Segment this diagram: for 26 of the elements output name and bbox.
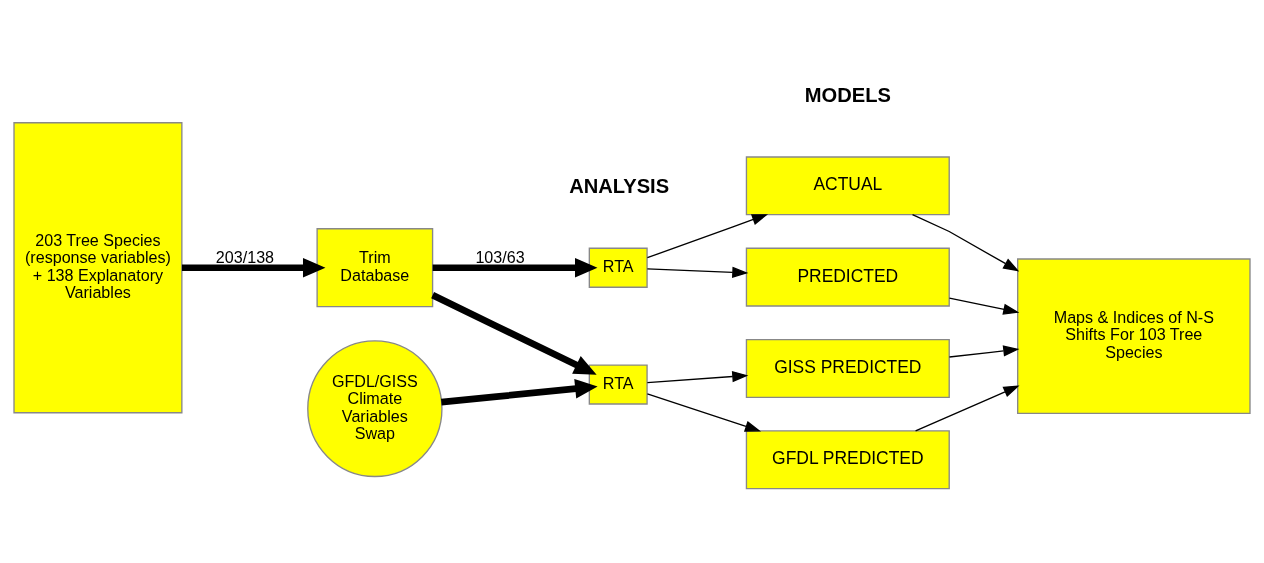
arrow — [948, 297, 1020, 315]
arrow — [181, 257, 326, 278]
arrow — [646, 370, 749, 384]
arrow — [914, 385, 1020, 432]
arrow — [441, 378, 598, 406]
node-box: RTA — [588, 364, 648, 405]
node-circle: GFDL/GISS Climate Variables Swap — [307, 340, 443, 478]
arrow — [432, 257, 598, 278]
node-box: Maps & Indices of N-S Shifts For 103 Tree Species — [1017, 258, 1251, 415]
node-box: ACTUAL — [745, 156, 950, 216]
arrow — [646, 214, 769, 259]
arrow — [646, 266, 749, 279]
label: MODELS — [804, 83, 891, 106]
node-box: PREDICTED — [745, 247, 950, 307]
edge-label: 103/63 — [475, 248, 525, 267]
label: ANALYSIS — [569, 175, 670, 198]
node-box: GFDL PREDICTED — [745, 430, 950, 490]
arrow — [911, 214, 1020, 272]
node-box: RTA — [588, 247, 648, 288]
node-box: 203 Tree Species (response variables) + 138 Explanatory Variables — [13, 122, 183, 414]
edge-label: 203/138 — [215, 248, 275, 267]
arrow — [431, 292, 597, 375]
node-box: Trim Database — [316, 228, 434, 308]
arrow — [646, 393, 762, 432]
arrow — [948, 345, 1020, 358]
node-box: GISS PREDICTED — [745, 338, 950, 398]
